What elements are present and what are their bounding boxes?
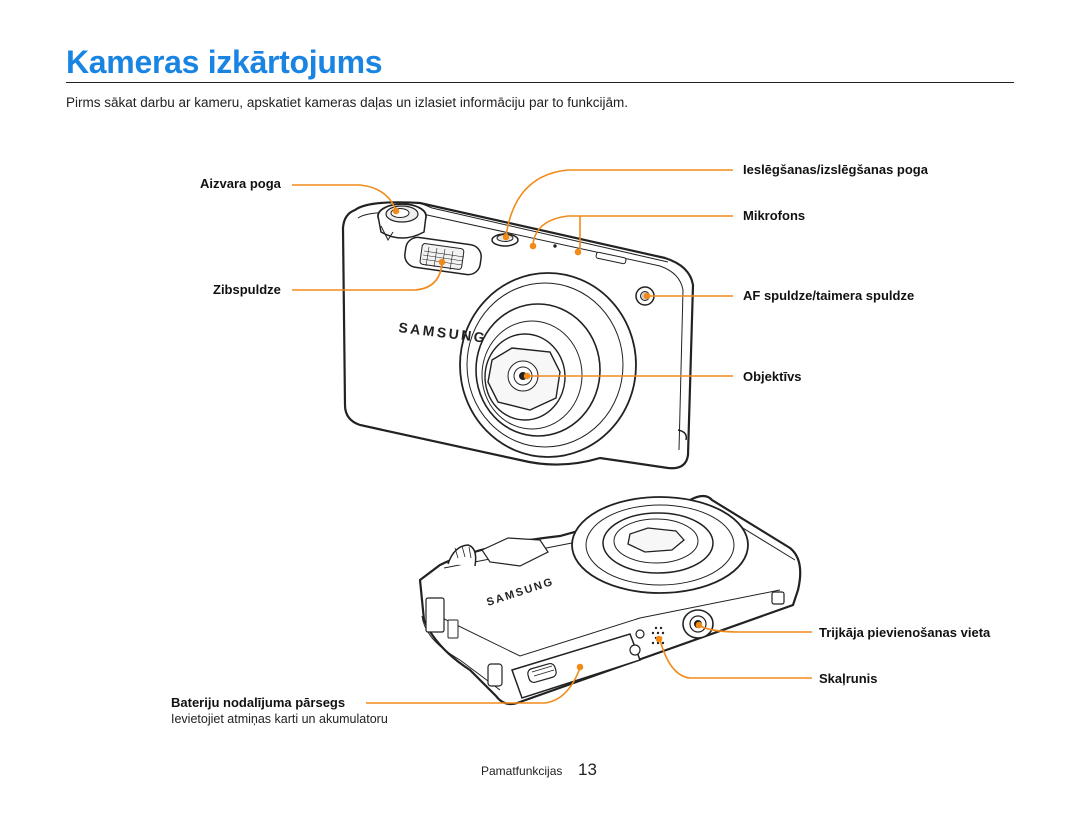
bottom-lens bbox=[571, 496, 749, 594]
label-af-lamp: AF spuldze/taimera spuldze bbox=[743, 288, 915, 303]
camera-bottom: SAMSUNG bbox=[418, 494, 802, 706]
callout-lines bbox=[292, 169, 812, 704]
callout-power bbox=[505, 169, 733, 237]
intro-paragraph: Pirms sākat darbu ar kameru, apskatiet k… bbox=[66, 95, 628, 110]
callout-shutter bbox=[292, 184, 397, 212]
label-power-button: Ieslēgšanas/izslēgšanas poga bbox=[743, 162, 928, 177]
battery-cover bbox=[487, 633, 641, 699]
battery-cover-note: Ievietojiet atmiņas karti un akumulatoru bbox=[171, 712, 388, 726]
label-lens: Objektīvs bbox=[743, 369, 802, 384]
label-tripod-mount: Trijkāja pievienošanas vieta bbox=[819, 625, 991, 640]
label-microphone: Mikrofons bbox=[743, 208, 806, 223]
callout-tripod bbox=[699, 625, 812, 633]
page-title: Kameras izkārtojums bbox=[66, 44, 383, 80]
callout-speaker bbox=[659, 639, 812, 679]
callout-flash bbox=[292, 262, 443, 291]
label-speaker: Skaļrunis bbox=[819, 671, 878, 686]
callout-battery bbox=[366, 667, 581, 704]
title-divider bbox=[66, 82, 1014, 83]
shutter-button bbox=[377, 203, 427, 242]
flash-window bbox=[404, 236, 482, 276]
callout-mic-1 bbox=[532, 215, 733, 245]
footer-section-name: Pamatfunkcijas bbox=[481, 764, 563, 778]
label-flash: Zibspuldze bbox=[213, 282, 281, 297]
label-battery-cover: Bateriju nodalījuma pārsegs bbox=[171, 695, 346, 710]
lens-assembly bbox=[459, 272, 637, 458]
label-shutter-button: Aizvara poga bbox=[200, 176, 281, 191]
camera-front: SAMSUNG bbox=[341, 201, 695, 470]
page-number: 13 bbox=[578, 760, 597, 779]
